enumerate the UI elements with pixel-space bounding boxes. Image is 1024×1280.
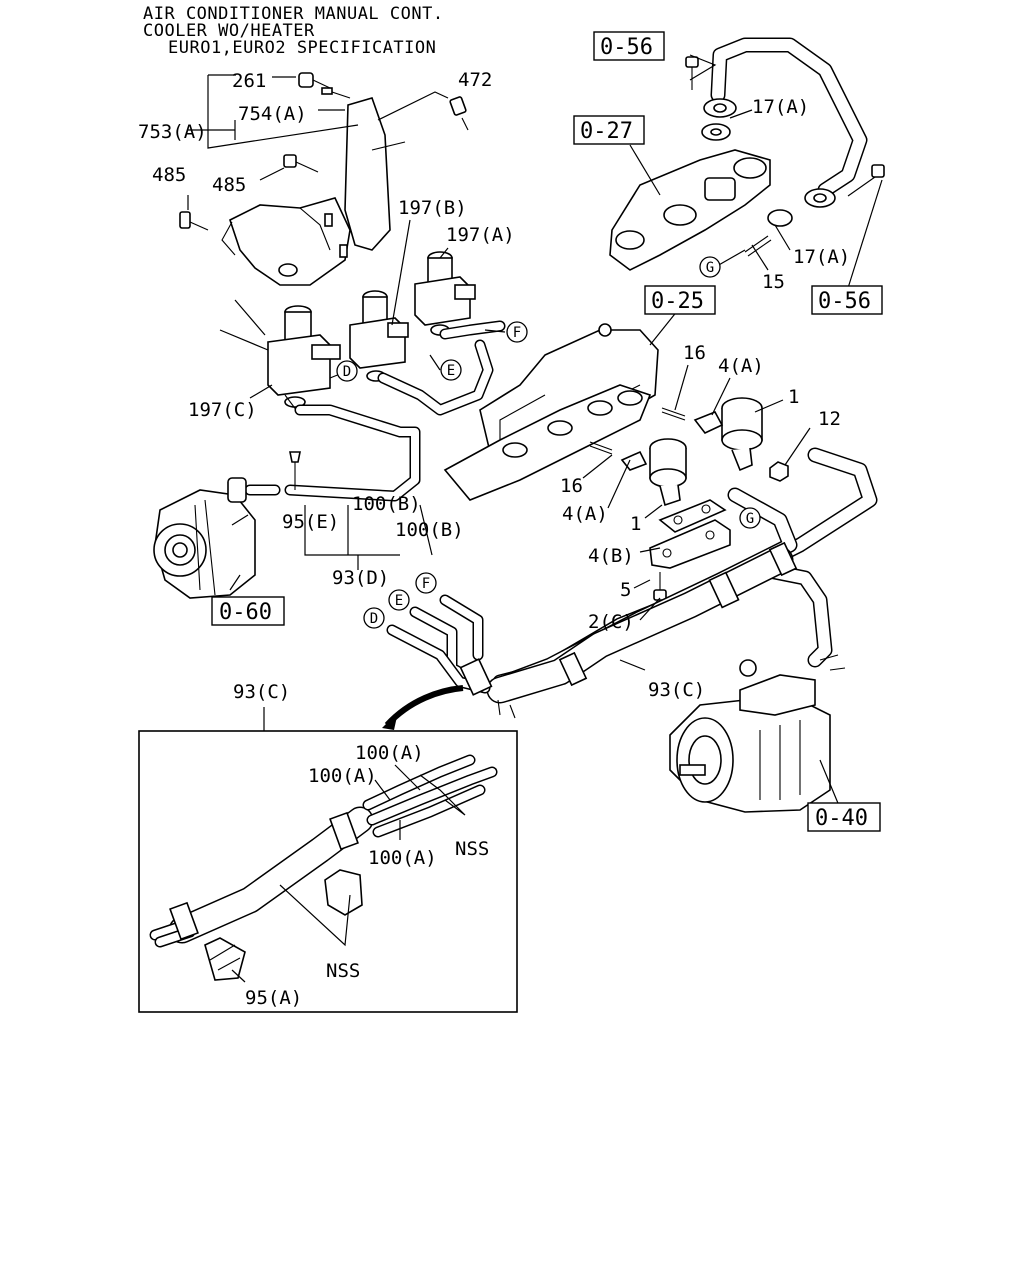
- gaskets-17a: [701, 98, 836, 227]
- title-line-3: EURO1,EURO2 SPECIFICATION: [168, 38, 437, 58]
- svg-text:E: E: [447, 363, 455, 379]
- nut-12: [769, 461, 789, 482]
- label-472: 472: [458, 69, 492, 91]
- label-100b-2: 100(B): [395, 519, 464, 541]
- vsv-197c: [267, 305, 341, 416]
- hose-bundle-93c: [486, 447, 878, 704]
- svg-text:0-56: 0-56: [818, 289, 871, 314]
- svg-text:D: D: [370, 611, 378, 627]
- label-93c-inset: 93(C): [233, 681, 290, 703]
- label-100b-1: 100(B): [352, 493, 421, 515]
- ref-box-027: 0-27: [573, 115, 645, 145]
- ref-box-056-upper: 0-56: [593, 31, 665, 61]
- leader-lines: [187, 54, 883, 983]
- svg-text:G: G: [746, 511, 754, 527]
- part-labels: 261 472 754(A) 753(A) 485 485 197(B) 197…: [138, 69, 850, 1009]
- svg-text:F: F: [513, 325, 521, 341]
- hoses-100b: [284, 320, 506, 502]
- svg-text:0-27: 0-27: [580, 119, 633, 144]
- bracket-assembly: [221, 97, 406, 286]
- alternator-vacuum-pump: [153, 477, 256, 599]
- ref-box-040: 0-40: [807, 802, 881, 832]
- ref-box-060: 0-60: [211, 596, 285, 626]
- intake-manifold: [443, 323, 659, 501]
- callout-d-lower: D: [363, 607, 385, 629]
- label-nss-2: NSS: [326, 960, 360, 982]
- label-754a: 754(A): [238, 103, 307, 125]
- label-197b: 197(B): [398, 197, 467, 219]
- egr-pipe-4b: [649, 519, 731, 569]
- label-100a-3: 100(A): [368, 847, 437, 869]
- callout-e-upper: E: [440, 359, 462, 381]
- label-753a: 753(A): [138, 121, 207, 143]
- label-1-upper: 1: [788, 386, 799, 408]
- vsv-197b: [349, 290, 409, 382]
- svg-text:0-56: 0-56: [600, 35, 653, 60]
- svg-text:E: E: [395, 593, 403, 609]
- svg-text:0-40: 0-40: [815, 806, 868, 831]
- label-197c: 197(C): [188, 399, 257, 421]
- label-17a-upper: 17(A): [752, 96, 809, 118]
- label-2c: 2(C): [588, 611, 634, 633]
- bolt-056-right: [847, 164, 885, 197]
- label-16-lower: 16: [560, 475, 583, 497]
- label-1-lower: 1: [630, 513, 641, 535]
- label-95e: 95(E): [282, 511, 339, 533]
- label-93d: 93(D): [332, 567, 389, 589]
- bolt-485-left: [179, 211, 209, 231]
- svg-text:F: F: [422, 576, 430, 592]
- svg-text:G: G: [706, 260, 714, 276]
- callout-f-lower: F: [415, 572, 437, 594]
- ref-box-025: 0-25: [644, 285, 716, 315]
- hose-95e: [244, 451, 301, 496]
- egr-pipe: [710, 37, 868, 198]
- title-line-2: COOLER WO/HEATER: [143, 21, 315, 41]
- label-485-left: 485: [152, 164, 186, 186]
- label-93c-main: 93(C): [648, 679, 705, 701]
- exhaust-manifold: [609, 149, 771, 271]
- stud-15: [744, 235, 772, 257]
- svg-text:D: D: [343, 364, 351, 380]
- callout-g-egr: G: [739, 507, 761, 529]
- egr-valve-upper: [721, 397, 763, 472]
- label-12: 12: [818, 408, 841, 430]
- bolt-056-upper: [685, 56, 699, 90]
- reference-boxes: 0-56 0-27 0-25 0-56 0-60 0-40: [211, 31, 883, 832]
- label-100a-2: 100(A): [308, 765, 377, 787]
- callout-d-upper: D: [336, 360, 358, 382]
- label-4a-upper: 4(A): [718, 355, 764, 377]
- svg-text:0-60: 0-60: [219, 600, 272, 625]
- bolt-261: [298, 72, 331, 89]
- label-nss-1: NSS: [455, 838, 489, 860]
- label-95a: 95(A): [245, 987, 302, 1009]
- detail-inset: [138, 685, 518, 1013]
- stud-16: [589, 407, 686, 455]
- label-17a-lower: 17(A): [793, 246, 850, 268]
- injection-pump: [669, 654, 846, 813]
- label-485-right: 485: [212, 174, 246, 196]
- vsv-197a: [414, 251, 476, 336]
- bolt-5: [653, 572, 667, 601]
- label-4a-lower: 4(A): [562, 503, 608, 525]
- label-15: 15: [762, 271, 785, 293]
- bolt-472: [449, 96, 469, 131]
- bolt-485-upper: [283, 154, 319, 173]
- label-197a: 197(A): [446, 224, 515, 246]
- label-16-upper: 16: [683, 342, 706, 364]
- bolt-754a: [321, 87, 351, 99]
- svg-text:0-25: 0-25: [651, 289, 704, 314]
- callout-e-lower: E: [388, 589, 410, 611]
- label-4b: 4(B): [588, 545, 634, 567]
- egr-valve-lower: [649, 438, 687, 507]
- callout-f-upper: F: [506, 321, 528, 343]
- hoses-def-ends: [386, 594, 516, 719]
- label-261: 261: [232, 70, 266, 92]
- title-line-1: AIR CONDITIONER MANUAL CONT.: [143, 4, 444, 24]
- callout-circles: D E F G G D E F: [336, 256, 761, 629]
- label-5: 5: [620, 579, 631, 601]
- callout-g-manifold: G: [699, 256, 721, 278]
- label-100a-1: 100(A): [355, 742, 424, 764]
- ref-box-056-right: 0-56: [811, 285, 883, 315]
